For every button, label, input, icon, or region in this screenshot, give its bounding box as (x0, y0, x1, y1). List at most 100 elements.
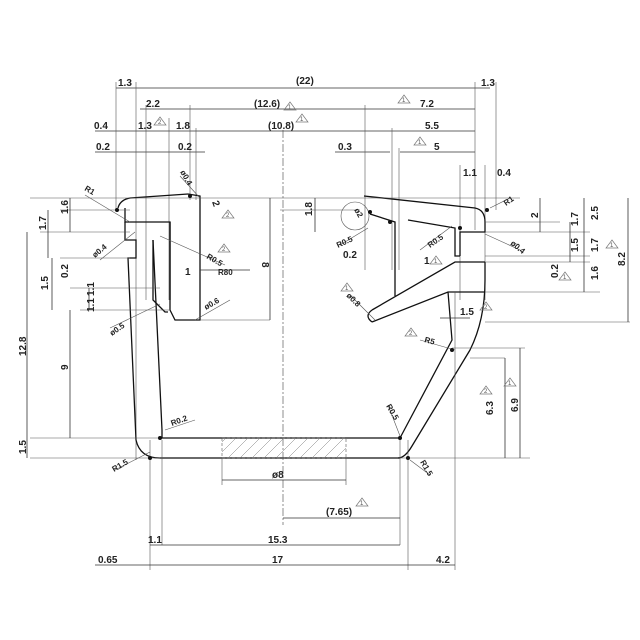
dim-right-r05b: R0.5 (426, 232, 445, 249)
dim-right-25: 2.5 (590, 206, 601, 220)
dim-right-63: 6.3 (485, 401, 496, 415)
dim-left-128: 12.8 (18, 336, 29, 356)
dim-left-04: 0.4 (94, 121, 108, 132)
svg-text:1: 1 (434, 259, 438, 265)
dim-right-11: 1.1 (463, 168, 477, 179)
revision-triangle-icon: 1 (503, 377, 517, 387)
dim-left-phi04: ø0.4 (91, 242, 109, 260)
leader-lines (84, 175, 521, 476)
svg-text:2: 2 (484, 305, 488, 311)
top-dimension-lines (95, 82, 497, 460)
svg-text:1: 1 (610, 243, 614, 249)
svg-text:1: 1 (508, 381, 512, 387)
dim-inner-ref: (10.8) (268, 121, 294, 132)
dim-right-15: 1.5 (460, 307, 474, 318)
svg-text:2: 2 (158, 120, 162, 126)
dim-center-phi8: ø8 (272, 470, 284, 481)
dim-center-r80: R80 (218, 268, 233, 277)
dim-left-17: 1.7 (38, 216, 49, 230)
dim-right-15b: 1.5 (570, 238, 581, 252)
dim-right-72: 7.2 (420, 99, 434, 110)
dim-right-r05c: R0.5 (384, 403, 401, 423)
svg-text:2: 2 (409, 331, 413, 337)
dim-right-16: 1.6 (590, 266, 601, 280)
dim-left-9: 9 (60, 364, 71, 370)
bottom-dimension-lines (95, 269, 470, 566)
revision-triangle-icon: 2 (479, 301, 493, 311)
dim-left-02a: 0.2 (96, 142, 110, 153)
dim-right-82: 8.2 (617, 252, 628, 266)
svg-text:1: 1 (360, 501, 364, 507)
revision-triangle-icon: 1 (605, 239, 619, 249)
revision-marks: 1 1 1 2 1 2 2 1 1 2 2 1 1 2 1 1 (153, 94, 619, 507)
dimension-labels: 1.3 (22) 1.3 2.2 (12.6) 7.2 0.4 1.3 1.8 … (18, 76, 628, 566)
dim-left-16: 1.6 (60, 200, 71, 214)
dim-left-r02: R0.2 (170, 413, 189, 427)
revision-triangle-icon: 1 (340, 282, 354, 292)
dim-right-17a: 1.7 (570, 212, 581, 226)
svg-text:1: 1 (563, 275, 567, 281)
horizontal-reference-lines (30, 197, 630, 459)
revision-triangle-icon: 2 (479, 385, 493, 395)
dim-left-r15: R1.5 (111, 457, 131, 474)
dim-center-phi04: ø0.4 (178, 169, 194, 188)
dim-right-69: 6.9 (510, 398, 521, 412)
svg-text:1: 1 (402, 98, 406, 104)
dim-right-02: 0.2 (343, 250, 357, 261)
dim-center-ref765: (7.65) (326, 507, 352, 518)
revision-triangle-icon: 1 (429, 255, 443, 265)
dim-left-15: 1.5 (40, 276, 51, 290)
dim-center-r05: R0.5 (205, 252, 225, 269)
dim-right-55: 5.5 (425, 121, 439, 132)
svg-text:2: 2 (484, 389, 488, 395)
dim-bottom-153: 15.3 (268, 535, 288, 546)
dim-right-5: 5 (434, 142, 440, 153)
dim-bottom-17: 17 (272, 555, 284, 566)
dim-right-03: 0.3 (338, 142, 352, 153)
dim-left-18: 1.8 (176, 121, 190, 132)
dim-center-8: 8 (259, 262, 270, 268)
revision-triangle-icon: 1 (355, 497, 369, 507)
dim-bottom-065: 0.65 (98, 555, 118, 566)
dim-right-04: 0.4 (497, 168, 511, 179)
dim-bottom-42: 4.2 (436, 555, 450, 566)
revision-triangle-icon: 2 (221, 209, 235, 219)
svg-text:1: 1 (300, 117, 304, 123)
svg-text:1: 1 (288, 105, 292, 111)
dim-left-phi05: ø0.5 (108, 321, 127, 338)
dim-right-phi08: ø0.8 (345, 291, 363, 309)
dim-mid-ref: (12.6) (254, 99, 280, 110)
dim-right-1: 1 (424, 256, 430, 267)
dim-right-offset: 1.3 (481, 78, 495, 89)
dim-right-17b: 1.7 (590, 238, 601, 252)
dim-right-phi2: ø2 (352, 207, 365, 220)
dim-center-1: 1 (185, 267, 191, 278)
svg-text:2: 2 (226, 213, 230, 219)
revision-triangle-icon: 1 (295, 113, 309, 123)
revision-triangle-icon: 1 (413, 136, 427, 146)
dim-left-13: 1.3 (138, 121, 152, 132)
dim-left-offset: 1.3 (118, 78, 132, 89)
dim-center-phi06: ø0.6 (203, 296, 222, 312)
revision-triangle-icon: 2 (404, 327, 418, 337)
hatched-section (221, 437, 347, 459)
reference-points (115, 194, 489, 460)
dim-right-02b: 0.2 (550, 264, 561, 278)
dim-right-2: 2 (530, 212, 541, 218)
vertical-dimension-lines (26, 198, 629, 570)
dim-center-2: 2 (209, 199, 221, 208)
revision-triangle-icon: 2 (153, 116, 167, 126)
dim-left-02b: 0.2 (178, 142, 192, 153)
dim-right-r05a: R0.5 (335, 234, 355, 250)
svg-text:1: 1 (418, 140, 422, 146)
revision-triangle-icon: 1 (397, 94, 411, 104)
revision-triangle-icon: 2 (217, 243, 231, 253)
dim-bottom-11: 1.1 (148, 535, 162, 546)
dim-left-11b: 1.1 (86, 298, 97, 312)
dim-right-phi04: ø0.4 (509, 239, 527, 257)
dim-right-18: 1.8 (304, 202, 315, 216)
dim-left-22: 2.2 (146, 99, 160, 110)
svg-text:1: 1 (345, 286, 349, 292)
dim-left-15b: 1.5 (18, 440, 29, 454)
